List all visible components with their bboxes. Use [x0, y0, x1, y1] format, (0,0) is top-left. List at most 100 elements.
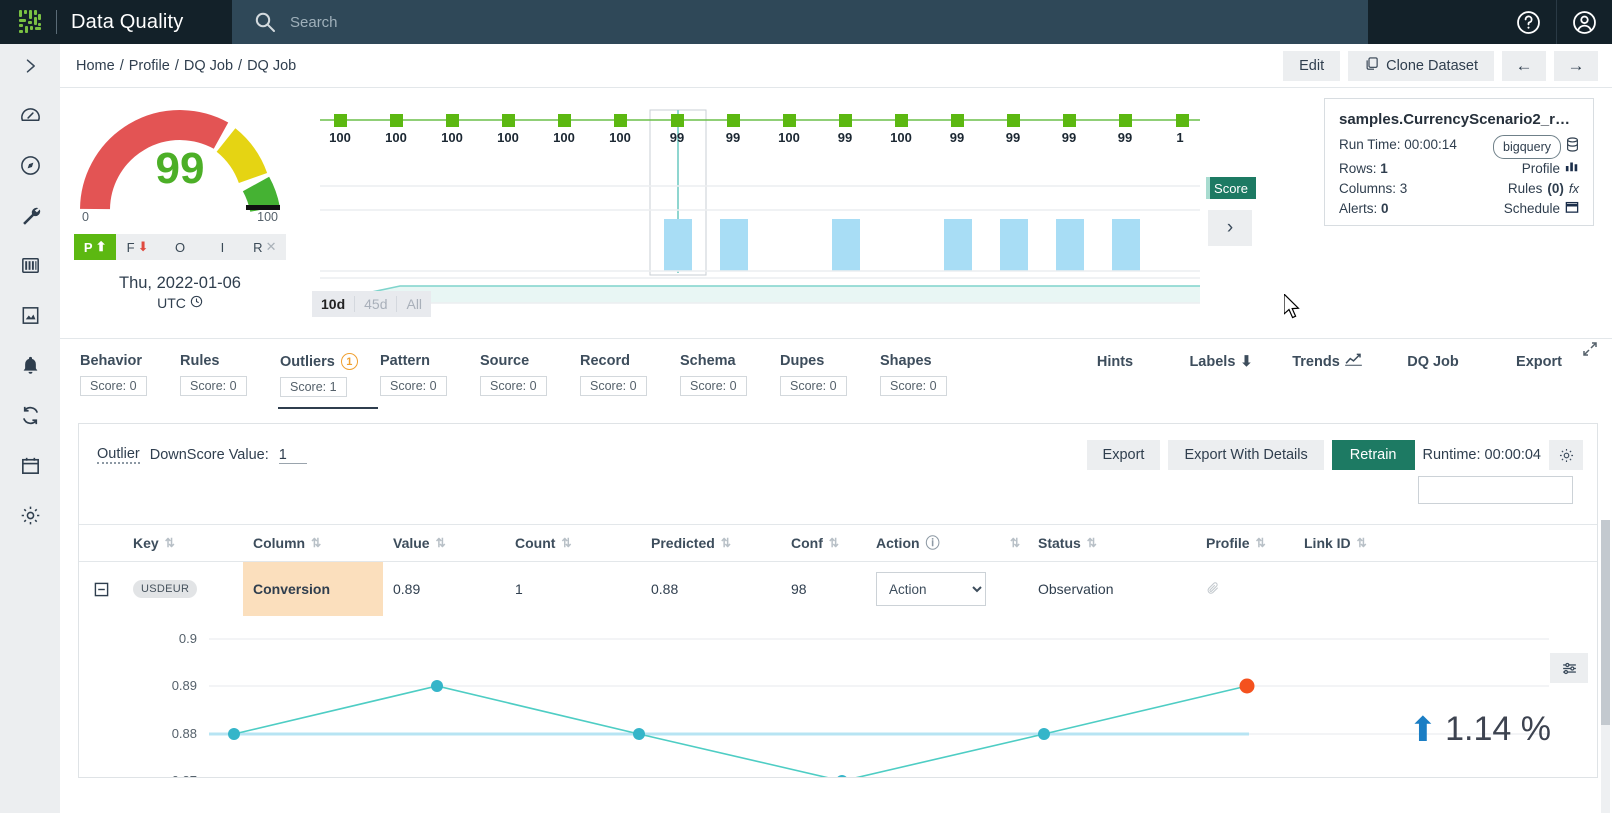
sort-icon[interactable]: ⇅	[1086, 536, 1097, 550]
tab-behavior[interactable]: Behavior Score: 0	[78, 353, 178, 406]
row-settings-button[interactable]	[1550, 653, 1588, 683]
col-key[interactable]: Key ⇅	[123, 535, 243, 551]
sidebar-item-settings[interactable]	[15, 500, 45, 530]
sidebar-item-datasets[interactable]	[15, 250, 45, 280]
calendar-icon	[1565, 199, 1579, 219]
range-45d[interactable]: 45d	[354, 296, 396, 312]
sort-icon[interactable]: ⇅	[1009, 536, 1020, 550]
sort-icon[interactable]: ⇅	[720, 536, 731, 550]
edit-button[interactable]: Edit	[1283, 50, 1341, 81]
sort-icon[interactable]: ⇅	[828, 536, 839, 550]
col-action[interactable]: Action ⓘ ⇅	[866, 533, 1028, 553]
tab-shapes[interactable]: Shapes Score: 0	[878, 353, 978, 406]
schedule-link[interactable]: Schedule	[1504, 199, 1579, 219]
sidebar-item-explore[interactable]	[15, 150, 45, 180]
sort-icon[interactable]: ⇅	[435, 536, 446, 550]
tab-trends[interactable]: Trends	[1274, 353, 1380, 370]
tab-behavior-label: Behavior	[80, 353, 143, 369]
breadcrumb-item-3[interactable]: DQ Job	[247, 57, 297, 74]
sidebar-item-reports[interactable]	[15, 300, 45, 330]
tab-rules[interactable]: Rules Score: 0	[178, 353, 278, 406]
tab-dupes[interactable]: Dupes Score: 0	[778, 353, 878, 406]
summary-section: 99 0 100 P ⬆ F ⬇ O I	[60, 88, 1612, 338]
col-status[interactable]: Status ⇅	[1028, 535, 1196, 551]
sidebar-item-alerts[interactable]	[15, 350, 45, 380]
tab-hints[interactable]: Hints	[1096, 354, 1134, 370]
breadcrumb-item-2[interactable]: DQ Job	[183, 57, 234, 74]
expand-diagonal-icon[interactable]	[1582, 341, 1598, 362]
paperclip-icon[interactable]	[1206, 581, 1220, 598]
rules-link[interactable]: Rules (0) fx	[1508, 179, 1579, 199]
col-count[interactable]: Count ⇅	[505, 535, 641, 551]
user-circle-icon[interactable]	[1556, 0, 1612, 44]
nav-back-button[interactable]: ←	[1502, 50, 1546, 81]
row-collapse-icon[interactable]	[79, 562, 123, 616]
breadcrumb-item-1[interactable]: Profile	[128, 57, 170, 74]
col-value[interactable]: Value ⇅	[383, 535, 505, 551]
search-input[interactable]	[290, 13, 890, 31]
sort-icon[interactable]: ⇅	[311, 536, 322, 550]
tab-pattern[interactable]: Pattern Score: 0	[378, 353, 478, 406]
clock-icon	[190, 295, 203, 311]
mouse-cursor	[1283, 292, 1302, 325]
downscore-input[interactable]	[278, 446, 307, 464]
export-with-details-button[interactable]: Export With Details	[1168, 440, 1324, 470]
sort-icon[interactable]: ⇅	[1255, 536, 1266, 550]
pfoir-i[interactable]: I	[220, 239, 225, 255]
sidebar-item-jobs[interactable]	[15, 400, 45, 430]
run-time-label: Run Time: 00:00:14	[1339, 137, 1457, 152]
tab-export[interactable]: Export	[1516, 354, 1562, 370]
topbar-spacer	[1368, 0, 1500, 44]
export-button[interactable]: Export	[1086, 440, 1161, 470]
outliers-table: Key ⇅ Column ⇅ Value ⇅ Count ⇅	[79, 524, 1597, 616]
global-search[interactable]	[232, 0, 1368, 44]
action-select[interactable]: Action	[876, 572, 986, 606]
sort-icon[interactable]: ⇅	[164, 536, 175, 550]
sort-icon[interactable]: ⇅	[1356, 536, 1367, 550]
breadcrumb-item-0[interactable]: Home	[76, 57, 115, 74]
gear-icon[interactable]	[1549, 440, 1583, 470]
dimension-tabs: Behavior Score: 0 Rules Score: 0 Outlier…	[60, 338, 1612, 409]
gauge-date: Thu, 2022-01-06	[118, 274, 241, 292]
pfoir-p[interactable]: P ⬆	[74, 234, 117, 260]
sort-icon[interactable]: ⇅	[561, 536, 572, 550]
toolbar-actions: Export Export With Details Retrain Runti…	[1086, 440, 1583, 470]
panel-scrollbar[interactable]	[1601, 520, 1610, 813]
clone-dataset-button[interactable]: Clone Dataset	[1348, 50, 1494, 81]
tab-record[interactable]: Record Score: 0	[578, 353, 678, 406]
col-link-id[interactable]: Link ID ⇅	[1294, 535, 1424, 551]
retrain-button[interactable]: Retrain	[1331, 440, 1415, 470]
table-row[interactable]: USDEUR Conversion 0.89 1 0.88 98 Action …	[79, 562, 1597, 616]
cell-action[interactable]: Action	[866, 562, 1028, 616]
breadcrumb-separator: /	[174, 57, 179, 74]
range-10d[interactable]: 10d	[321, 296, 346, 312]
col-predicted[interactable]: Predicted ⇅	[641, 535, 781, 551]
right-tabs: Hints Labels ⬇ Trends	[1062, 353, 1592, 380]
sidebar-expand-button[interactable]	[0, 43, 60, 88]
col-column[interactable]: Column ⇅	[243, 535, 383, 551]
range-all[interactable]: All	[396, 296, 431, 312]
help-circle-icon[interactable]	[1500, 0, 1556, 44]
col-conf[interactable]: Conf ⇅	[781, 535, 866, 551]
pfoir-f[interactable]: F ⬇	[116, 234, 158, 260]
cell-profile[interactable]	[1196, 562, 1294, 616]
tab-outliers[interactable]: Outliers 1 Score: 1	[278, 353, 378, 409]
nav-forward-button[interactable]: →	[1554, 50, 1598, 81]
sidebar-item-schedule[interactable]	[15, 450, 45, 480]
tab-labels[interactable]: Labels ⬇	[1168, 354, 1274, 370]
profile-link[interactable]: Profile	[1522, 159, 1579, 179]
tab-dq-job[interactable]: DQ Job	[1407, 354, 1459, 370]
sidebar-item-dashboard[interactable]	[15, 100, 45, 130]
svg-text:0.9: 0.9	[179, 631, 197, 646]
sidebar-item-tools[interactable]	[15, 200, 45, 230]
panel-scrollbar-thumb[interactable]	[1601, 520, 1610, 725]
tab-source[interactable]: Source Score: 0	[478, 353, 578, 406]
info-icon[interactable]: ⓘ	[925, 535, 940, 551]
table-search-input[interactable]	[1418, 476, 1573, 504]
pfoir-r[interactable]: R ✕	[244, 234, 286, 260]
pfoir-o[interactable]: O	[174, 239, 186, 255]
tab-schema[interactable]: Schema Score: 0	[678, 353, 778, 406]
col-profile[interactable]: Profile ⇅	[1196, 535, 1294, 551]
timeline-next-button[interactable]: ›	[1208, 210, 1252, 246]
